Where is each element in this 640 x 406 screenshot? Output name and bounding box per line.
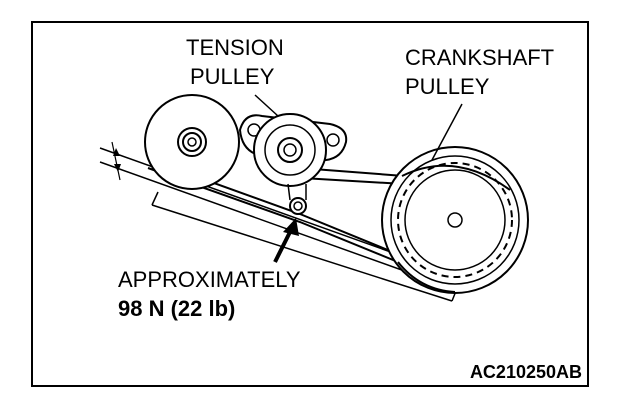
force-arrow (273, 218, 299, 263)
deflection-label: APPROXIMATELY (118, 267, 301, 292)
figure-code: AC210250AB (470, 362, 582, 382)
crankshaft-pulley-label-line2: PULLEY (405, 74, 490, 99)
tension-pulley (238, 113, 348, 215)
crankshaft-pulley-leader (431, 103, 463, 161)
deflection-force-value: 98 N (22 lb) (118, 296, 235, 321)
tension-pulley-label-line1: TENSION (186, 35, 284, 60)
figure-frame (31, 21, 589, 387)
crankshaft-pulley (381, 146, 529, 294)
tension-pulley-leader (254, 94, 279, 117)
idler-pulley (144, 94, 240, 190)
tension-pulley-label-line2: PULLEY (190, 64, 275, 89)
crankshaft-pulley-label-line1: CRANKSHAFT (405, 45, 554, 70)
